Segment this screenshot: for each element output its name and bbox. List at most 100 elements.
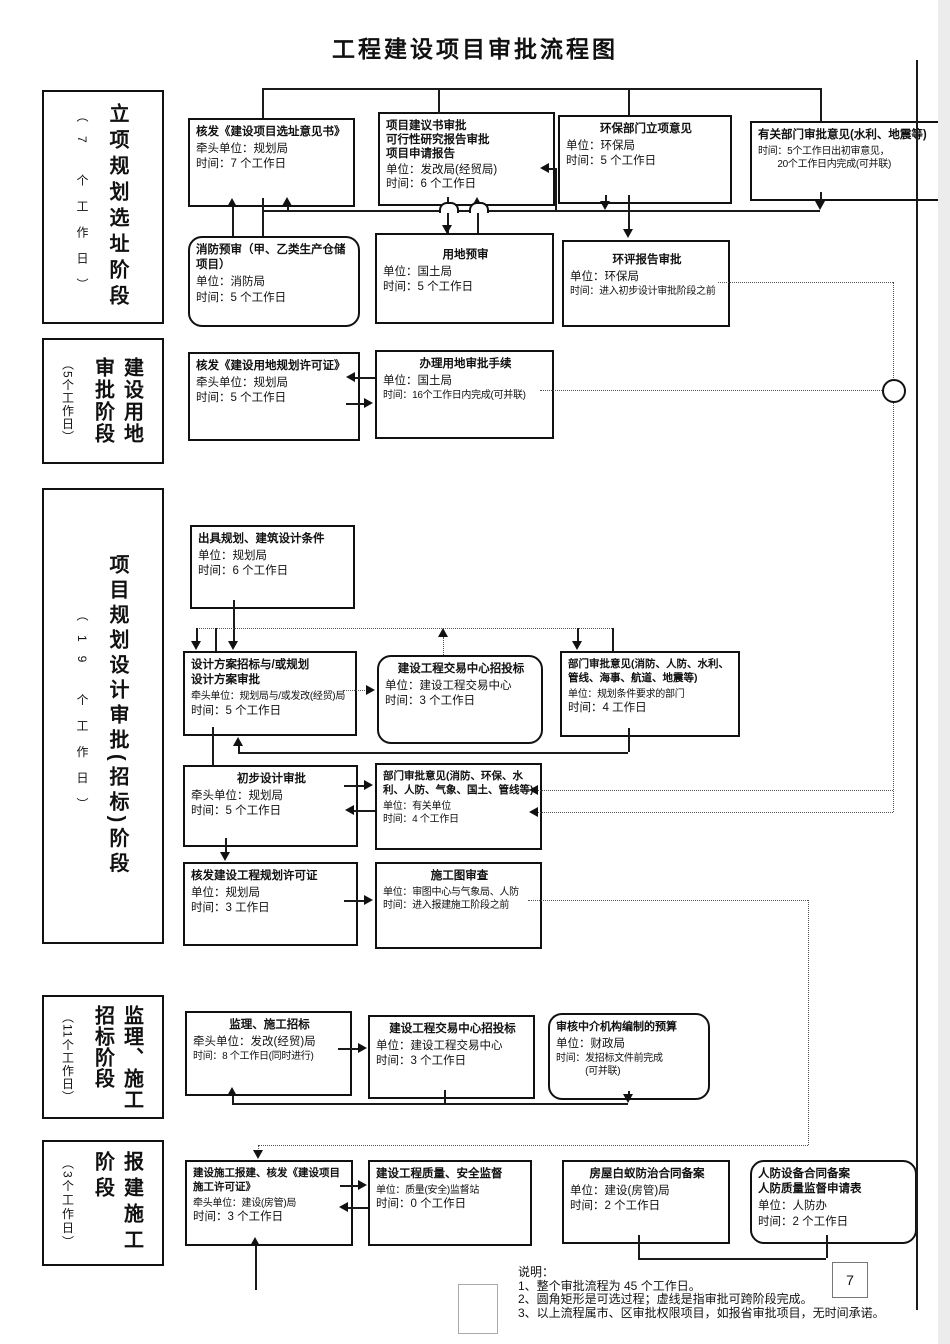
stage-label-bidding: （11个工作日） 监理、施工招标阶段	[42, 995, 164, 1119]
box-env-project-opinion: 环保部门立项意见 单位：环保局 时间：5 个工作日	[558, 115, 732, 204]
box-termite-contract-record: 房屋白蚁防治合同备案 单位：建设(房管)局 时间：2 个工作日	[562, 1160, 730, 1244]
connector-line	[638, 1258, 826, 1260]
legend-rect	[458, 1284, 498, 1334]
box-supervision-construction-bid: 监理、施工招标 牵头单位：发改(经贸)局 时间：8 个工作日(同时进行)	[185, 1011, 352, 1096]
arrowhead	[472, 197, 482, 206]
connector-line	[344, 900, 366, 902]
box-design-scheme-bid: 设计方案招标与/或规划 设计方案审批 牵头单位：规划局与/或发改(经贸)局 时间…	[183, 651, 357, 736]
arrowhead	[233, 737, 243, 746]
note-item: 1、整个审批流程为 45 个工作日。	[518, 1278, 701, 1293]
arrowhead	[623, 1094, 633, 1103]
connector-line	[447, 197, 449, 233]
connector-line	[343, 690, 367, 691]
box-project-proposal: 项目建议书审批 可行性研究报告审批 项目申请报告 单位：发改局(经贸局) 时间：…	[378, 112, 555, 206]
arrowhead	[345, 805, 354, 815]
connector-line	[916, 60, 918, 1310]
box-civil-defense-record: 人防设备合同备案 人防质量监督申请表 单位：人防办 时间：2 个工作日	[750, 1160, 917, 1244]
connector-line	[477, 205, 479, 233]
stage-name: 项目规划设计审批(招标)阶段	[106, 554, 128, 878]
connector-line	[238, 746, 240, 752]
page-edge	[938, 0, 950, 1344]
connector-line	[528, 900, 808, 901]
connector-line	[262, 88, 820, 90]
connector-line	[344, 785, 366, 787]
connector-line	[820, 192, 822, 202]
connector-line	[238, 752, 628, 754]
box-land-prereview: 用地预审 单位：国土局 时间：5 个工作日	[375, 233, 554, 324]
arrowhead	[227, 1087, 237, 1096]
connector-line	[638, 1235, 640, 1258]
connector-line	[258, 1145, 259, 1151]
box-eia-approval: 环评报告审批 单位：环保局 时间：进入初步设计审批阶段之前	[562, 240, 730, 327]
connector-line	[225, 838, 227, 853]
note-item: 2、圆角矩形是可选过程；虚线是指审批可跨阶段完成。	[518, 1292, 813, 1306]
connector-line	[354, 377, 375, 379]
connector-line	[538, 812, 893, 813]
note-item: 3、以上流程属市、区审批权限项目，如报省审批项目，无时间承诺。	[518, 1305, 885, 1320]
box-site-opinion: 核发《建设项目选址意见书》 牵头单位：规划局 时间：7 个工作日	[188, 118, 355, 207]
connector-line	[232, 206, 234, 236]
connector-line	[438, 88, 440, 114]
arrowhead	[815, 201, 825, 210]
stage-duration: （7 个工作日）	[75, 109, 89, 304]
arrowhead	[600, 201, 610, 210]
stage-label-land-approval: （5个工作日） 建设用地审批阶段	[42, 338, 164, 464]
arrowhead	[442, 225, 452, 234]
connector-line	[538, 790, 893, 791]
arrowhead	[346, 372, 355, 382]
connector-line	[577, 628, 579, 642]
connector-line	[353, 810, 375, 812]
page-number: 7	[832, 1262, 868, 1298]
connector-line	[826, 1235, 828, 1258]
stage-name: 监理、施工招标阶段	[91, 1004, 143, 1110]
box-dept-opinions-planning: 部门审批意见(消防、人防、水利、管线、海事、航道、地震等) 单位：规划条件要求的…	[560, 651, 740, 737]
connector-line	[718, 282, 893, 283]
connector-line	[346, 403, 366, 405]
arrowhead	[282, 197, 292, 206]
connector-circle	[882, 379, 906, 403]
box-planning-design-conditions: 出具规划、建筑设计条件 单位：规划局 时间：6 个工作日	[190, 525, 355, 609]
page-title: 工程建设项目审批流程图	[332, 36, 618, 62]
arrowhead	[529, 785, 538, 795]
connector-line	[232, 1103, 628, 1105]
connector-line	[628, 1091, 630, 1095]
connector-line	[262, 198, 264, 236]
connector-line	[212, 727, 214, 765]
connector-line	[820, 88, 822, 121]
connector-line	[196, 628, 612, 629]
connector-line	[258, 1145, 808, 1146]
arrowhead	[366, 685, 375, 695]
connector-line	[893, 282, 894, 812]
arrowhead	[540, 163, 549, 173]
arrowhead	[220, 852, 230, 861]
box-land-approval-procedure: 办理用地审批手续 单位：国土局 时间：16个工作日内完成(可并联)	[375, 350, 554, 439]
stage-duration: （3个工作日）	[60, 1156, 75, 1250]
box-construction-permit: 建设施工报建、核发《建设项目施工许可证》 牵头单位：建设(房管)局 时间：3 个…	[185, 1160, 353, 1246]
arrowhead	[529, 807, 538, 817]
stage-name: 建设用地审批阶段	[91, 357, 143, 445]
box-construction-planning-permit: 核发建设工程规划许可证 单位：规划局 时间：3 工作日	[183, 862, 358, 946]
arrowhead	[253, 1150, 263, 1159]
connector-line	[262, 88, 264, 118]
connector-line	[628, 728, 630, 752]
arrowhead	[438, 628, 448, 637]
arrowhead	[623, 229, 633, 238]
box-quality-safety-supervision: 建设工程质量、安全监督 单位：质量(安全)监督站 时间：0 个工作日	[368, 1160, 532, 1246]
connector-line	[232, 1096, 234, 1104]
connector-line	[628, 88, 630, 115]
stage-label-construction-report: （3个工作日） 报建施工阶段	[42, 1140, 164, 1266]
connector-line	[540, 390, 882, 391]
arrowhead	[364, 398, 373, 408]
notes: 说明： 1、整个审批流程为 45 个工作日。 2、圆角矩形是可选过程；虚线是指审…	[518, 1265, 885, 1320]
connector-line	[555, 168, 557, 210]
arrowhead	[572, 641, 582, 650]
notes-heading: 说明：	[518, 1265, 555, 1279]
connector-line	[605, 195, 607, 202]
arrowhead	[191, 641, 201, 650]
stage-name: 报建施工阶段	[91, 1151, 143, 1255]
connector-line	[443, 637, 444, 655]
stage-label-project-siting: （7 个工作日） 立项规划选址阶段	[42, 90, 164, 324]
arrowhead	[228, 641, 238, 650]
arrowhead	[358, 1180, 367, 1190]
